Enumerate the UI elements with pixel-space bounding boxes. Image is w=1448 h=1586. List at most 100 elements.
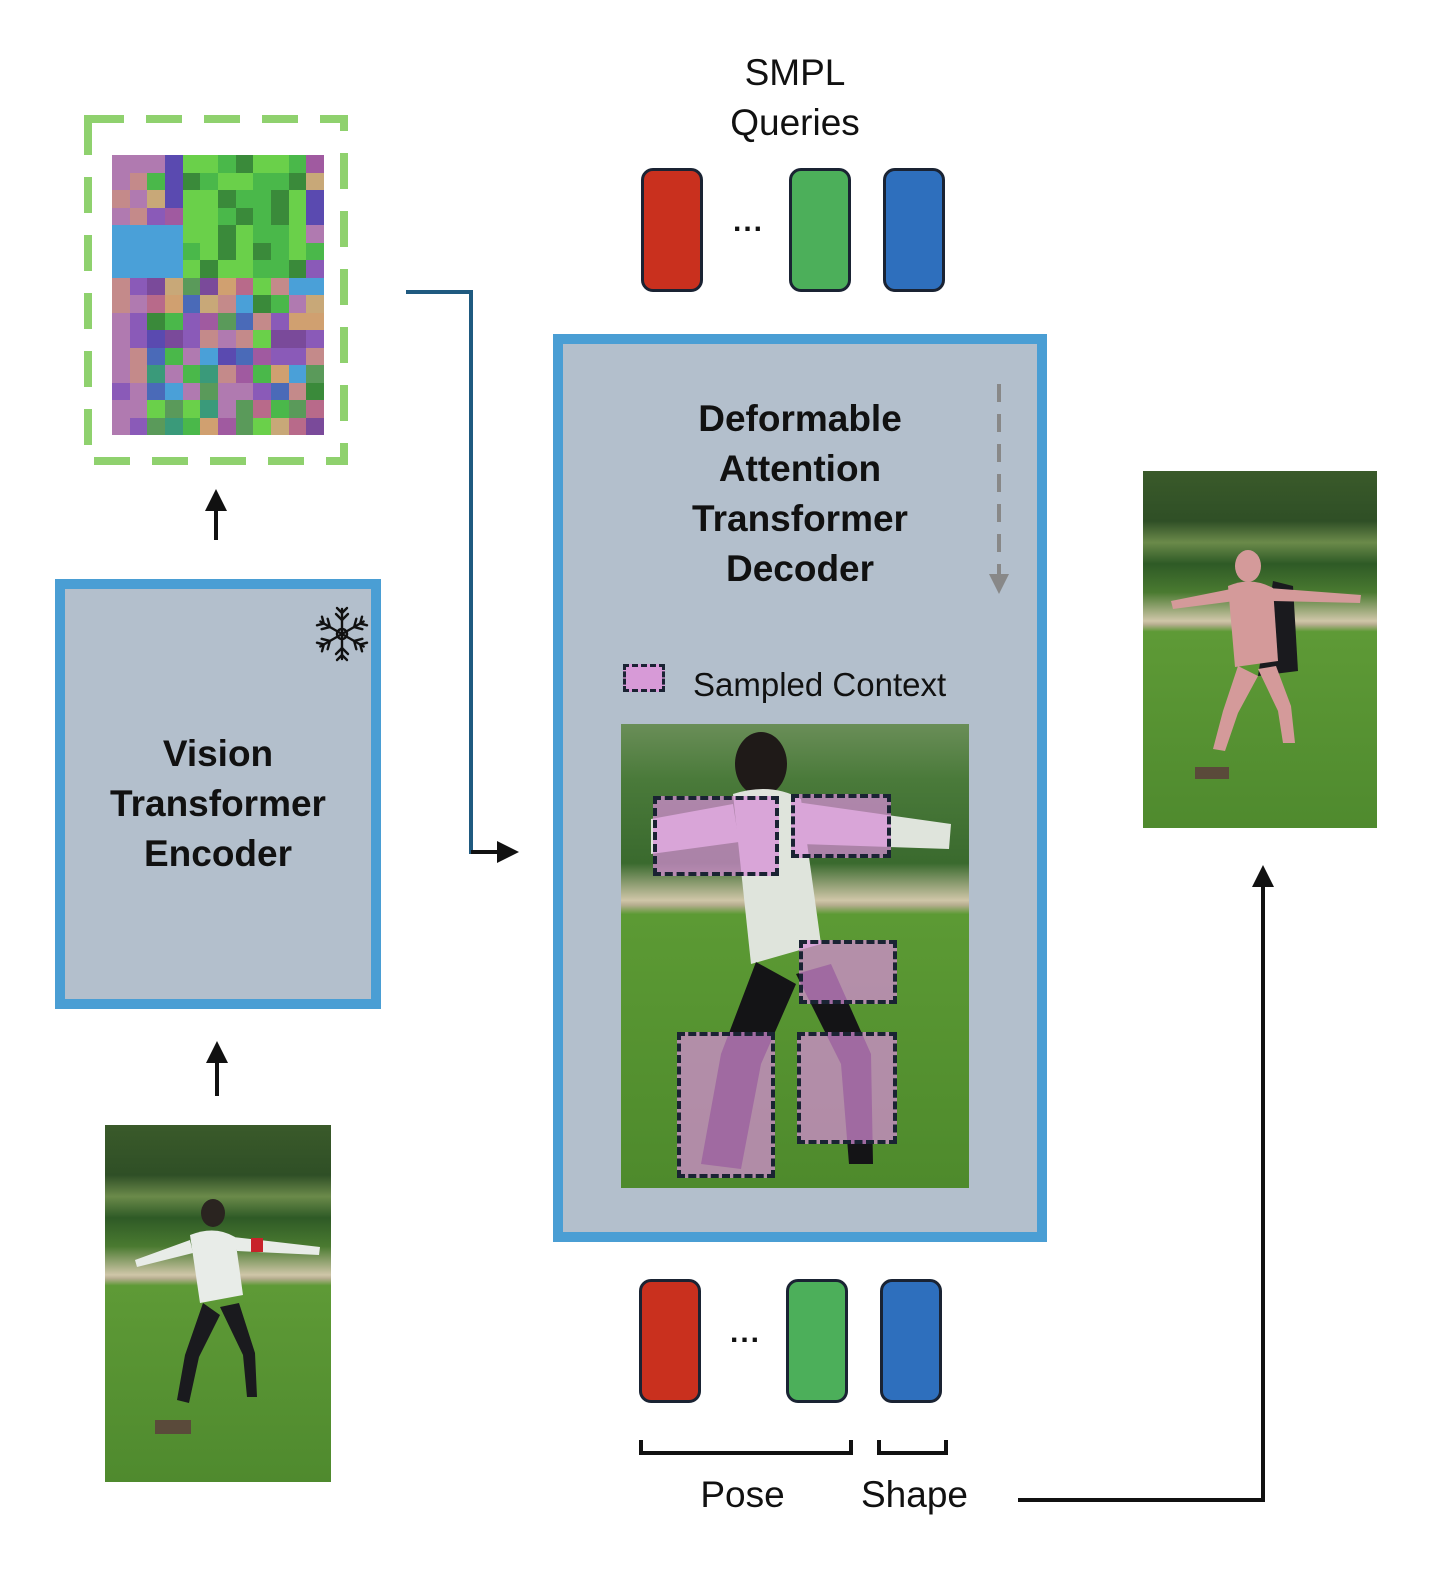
feature-cell: [182, 172, 201, 190]
feature-cell: [288, 225, 307, 243]
feature-cell: [164, 312, 183, 330]
feature-cell: [164, 347, 183, 365]
feature-cell: [147, 242, 165, 260]
feature-cell: [147, 347, 165, 365]
feature-cell: [306, 312, 324, 330]
feature-cell: [164, 382, 183, 400]
feature-cell: [306, 207, 324, 225]
feature-cell: [129, 242, 148, 260]
sample-box-left-leg: [677, 1032, 775, 1178]
feature-cell: [112, 277, 130, 295]
feature-cell: [112, 400, 130, 418]
feature-cell: [217, 365, 236, 383]
feature-cell: [182, 400, 201, 418]
feature-cell: [164, 417, 183, 435]
feature-cell: [253, 417, 271, 435]
feature-cell: [129, 330, 148, 348]
feature-cell: [182, 277, 201, 295]
feature-cell: [270, 365, 289, 383]
feature-cell: [288, 365, 307, 383]
feature-cell: [147, 155, 165, 173]
feature-cell: [182, 347, 201, 365]
input-image: [105, 1125, 331, 1482]
output-ellipsis: ...: [730, 1316, 762, 1349]
feature-cell: [129, 190, 148, 208]
feature-cell: [288, 190, 307, 208]
feature-cell: [253, 225, 271, 243]
feature-cell: [129, 365, 148, 383]
feature-cell: [270, 242, 289, 260]
feature-cell: [270, 190, 289, 208]
feature-cell: [235, 295, 254, 313]
feature-cell: [235, 242, 254, 260]
feature-cell: [129, 400, 148, 418]
feature-cell: [288, 400, 307, 418]
feature-cell: [270, 260, 289, 278]
feature-cell: [129, 260, 148, 278]
feature-cell: [235, 172, 254, 190]
feature-cell: [182, 365, 201, 383]
feature-cell: [112, 330, 130, 348]
sample-box-right-leg: [797, 1032, 897, 1144]
feature-cell: [217, 242, 236, 260]
sampled-context-legend-swatch: [623, 664, 665, 692]
feature-cell: [217, 225, 236, 243]
feature-cell: [235, 277, 254, 295]
feature-cell: [306, 417, 324, 435]
feature-cell: [217, 190, 236, 208]
feature-cell: [182, 295, 201, 313]
feature-cell: [235, 190, 254, 208]
feature-cell: [235, 400, 254, 418]
feature-cell: [200, 312, 218, 330]
feature-cell: [182, 330, 201, 348]
feature-cell: [147, 190, 165, 208]
feature-cell: [112, 417, 130, 435]
feature-cell: [182, 242, 201, 260]
feature-cell: [288, 295, 307, 313]
query-token-red: [641, 168, 703, 292]
feature-mosaic: [112, 155, 324, 435]
feature-cell: [112, 365, 130, 383]
shape-label: Shape: [861, 1474, 968, 1515]
feature-cell: [235, 207, 254, 225]
feature-cell: [235, 382, 254, 400]
output-mesh-image: [1143, 471, 1377, 828]
feature-cell: [164, 400, 183, 418]
output-pose-token-green: [786, 1279, 848, 1403]
feature-cell: [235, 260, 254, 278]
feature-cell: [306, 295, 324, 313]
feature-cell: [147, 207, 165, 225]
feature-cell: [235, 417, 254, 435]
feature-cell: [288, 347, 307, 365]
feature-cell: [270, 400, 289, 418]
sample-box-left-arm: [653, 796, 779, 876]
feature-cell: [129, 155, 148, 173]
feature-cell: [200, 260, 218, 278]
encoder-title-line2: Transformer: [110, 783, 326, 824]
feature-cell: [129, 277, 148, 295]
feature-cell: [200, 382, 218, 400]
arrow-features-to-decoder: [406, 290, 508, 854]
sampled-context-legend-label: Sampled Context: [693, 666, 947, 703]
feature-cell: [200, 225, 218, 243]
feature-cell: [200, 347, 218, 365]
feature-cell: [112, 382, 130, 400]
smpl-queries-title: SMPL Queries: [690, 48, 900, 148]
feature-cell: [112, 295, 130, 313]
feature-cell: [306, 225, 324, 243]
feature-cell: [306, 330, 324, 348]
feature-cell: [235, 312, 254, 330]
output-shape-token-blue: [880, 1279, 942, 1403]
feature-cell: [306, 347, 324, 365]
feature-cell: [147, 277, 165, 295]
query-token-green: [789, 168, 851, 292]
feature-cell: [182, 225, 201, 243]
feature-cell: [147, 312, 165, 330]
feature-cell: [270, 382, 289, 400]
feature-cell: [306, 190, 324, 208]
feature-cell: [270, 225, 289, 243]
feature-cell: [288, 260, 307, 278]
feature-cell: [164, 172, 183, 190]
feature-cell: [147, 172, 165, 190]
feature-cell: [147, 225, 165, 243]
